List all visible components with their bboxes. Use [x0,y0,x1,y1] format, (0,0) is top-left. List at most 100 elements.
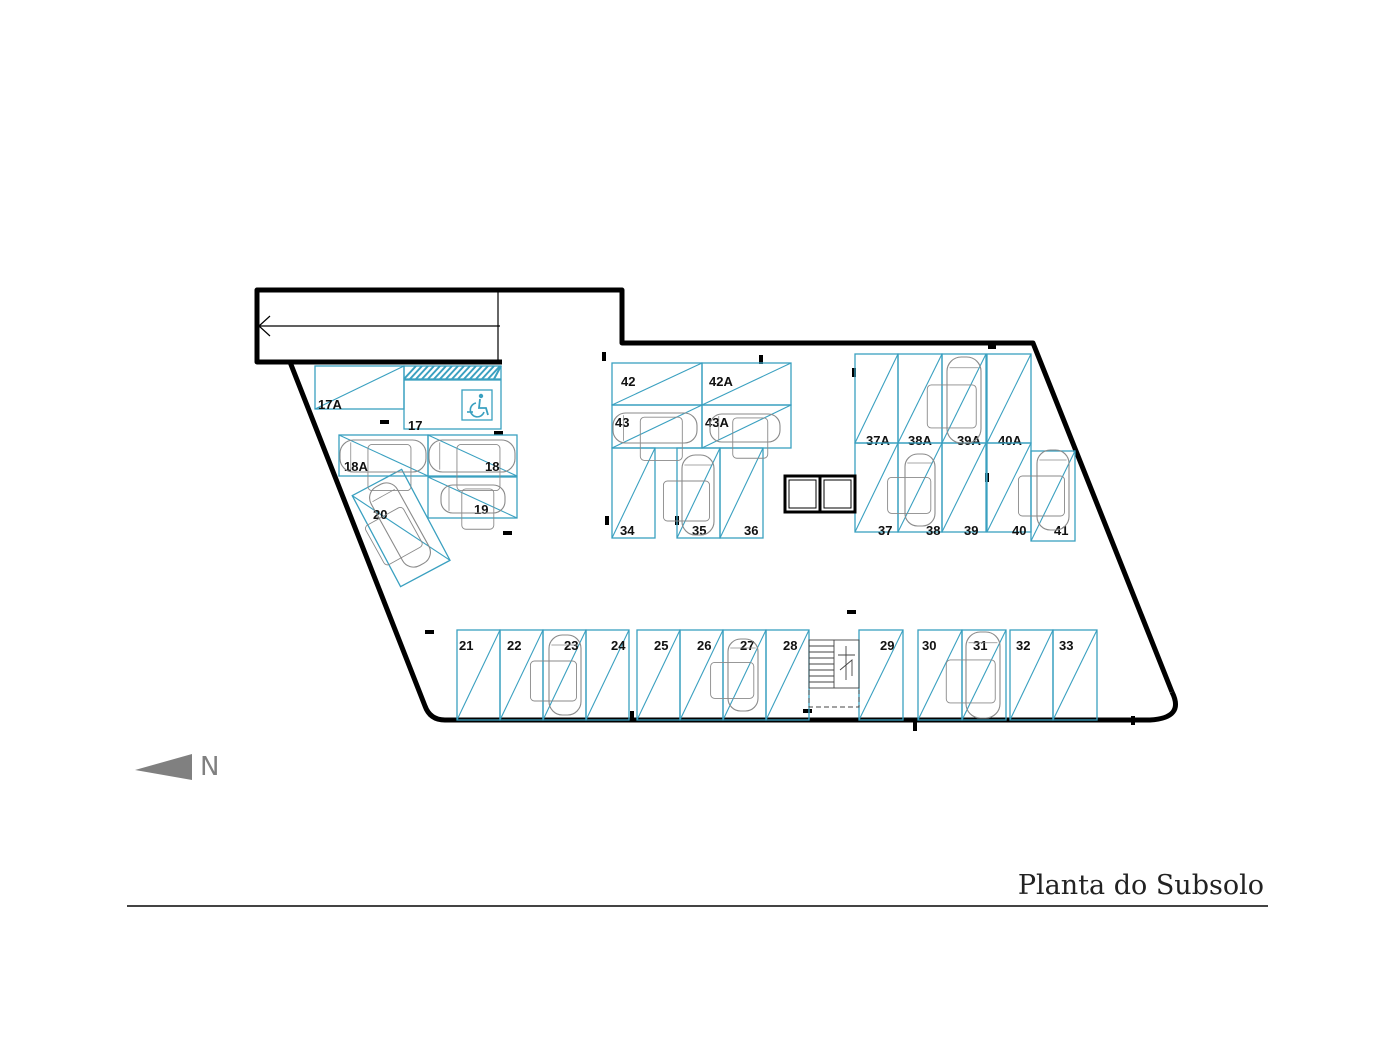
parking-space-outline [585,629,630,721]
car-icon [365,482,431,568]
parking-space-label: 26 [697,638,711,653]
parking-space-outline [611,447,656,539]
parking-space-diagonal [961,629,1007,721]
car-icon [339,439,427,492]
parking-space-diagonal [499,629,544,721]
parking-space-label: 39 [964,523,978,538]
parking-space-outline [403,379,502,430]
car-icon [710,638,759,712]
parking-space: 42A [701,362,792,406]
car-body [681,454,715,536]
parking-space-label: 43 [615,415,629,430]
parking-space [351,468,451,588]
car-cabin [639,416,683,461]
parking-space: 30 [917,629,963,721]
car-cabin [887,476,932,514]
parking-space: 37 [854,442,899,538]
car-body [946,356,982,444]
parking-space-label: 36 [744,523,758,538]
parking-space: 21 [456,629,501,721]
ramp-arrow-icon [258,315,271,337]
parking-space-label: 28 [783,638,797,653]
car-body [548,634,582,716]
parking-space-label: 33 [1059,638,1073,653]
parking-space-diagonal [701,362,792,406]
car-body [727,638,759,712]
parking-space: 31 [961,629,1007,721]
parking-space-diagonal [585,629,630,721]
parking-space-label: 35 [692,523,706,538]
parking-space: 36 [719,447,764,539]
parking-space: 18A [338,434,429,477]
car-icon [440,484,506,530]
parking-space-label: 42 [621,374,635,389]
parking-space-label: 30 [922,638,936,653]
car-cabin [926,384,977,429]
parking-space-label: 22 [507,638,521,653]
car-icon [612,412,698,461]
car-cabin [732,417,769,459]
parking-space: 18 [427,434,518,477]
hatch-line [493,365,502,380]
car-body [904,453,936,527]
hatch-line [469,365,483,380]
hatch-line [403,365,417,380]
parking-space-label: 24 [611,638,626,653]
parking-space-diagonal [1030,450,1076,542]
parking-space: 27 [722,629,767,721]
parking-space-diagonal [858,629,904,721]
parking-space: 37A [854,353,899,448]
north-label: N [200,752,219,782]
car-icon [945,631,1001,719]
parking-space: 32 [1009,629,1054,721]
parking-space-label: 39A [957,433,981,448]
parking-space-diagonal [314,365,405,410]
parking-space-diagonal [338,434,429,477]
stairs-icon [808,639,860,708]
north-indicator: N [135,752,219,782]
car-cabin [365,506,423,566]
parking-space: 42 [611,362,703,406]
car-icon [1017,449,1070,531]
hatch-line [421,365,435,380]
parking-space-label: 40A [998,433,1022,448]
parking-space-diagonal [611,404,703,449]
car-icon [709,413,781,459]
parking-space-label: 40 [1012,523,1026,538]
parking-space-diagonal [986,353,1032,444]
parking-space-label: 38A [908,433,932,448]
car-icons [339,356,1070,719]
parking-space-diagonal [636,629,681,721]
car-body [339,439,427,473]
parking-space-label: 42A [709,374,733,389]
parking-space-diagonal [897,353,943,444]
parking-space: 40A [986,353,1032,448]
hatch-line [457,365,471,380]
parking-space-diagonal [456,629,501,721]
car-windshield [372,488,395,503]
parking-space-label: 38 [926,523,940,538]
parking-space-label: 37A [866,433,890,448]
parking-space: 26 [679,629,724,721]
parking-space-diagonal [611,447,656,539]
car-cabin [456,444,501,492]
parking-space: 24 [585,629,630,721]
parking-space-outline [427,476,518,519]
car-icon [887,453,936,527]
car-cabin [662,480,710,522]
accessible-hatch [403,365,502,380]
parking-space-label: 23 [564,638,578,653]
parking-space: 22 [499,629,544,721]
car-cabin [461,488,495,530]
parking-space-diagonal [427,476,518,519]
parking-space-label: 27 [740,638,754,653]
car-cabin [367,444,412,492]
stair-arrow [838,646,855,680]
car-body [1036,449,1070,531]
parking-space-diagonal [679,629,724,721]
hatch-line [481,365,495,380]
hatch-line [487,365,501,380]
car-body [709,413,781,443]
